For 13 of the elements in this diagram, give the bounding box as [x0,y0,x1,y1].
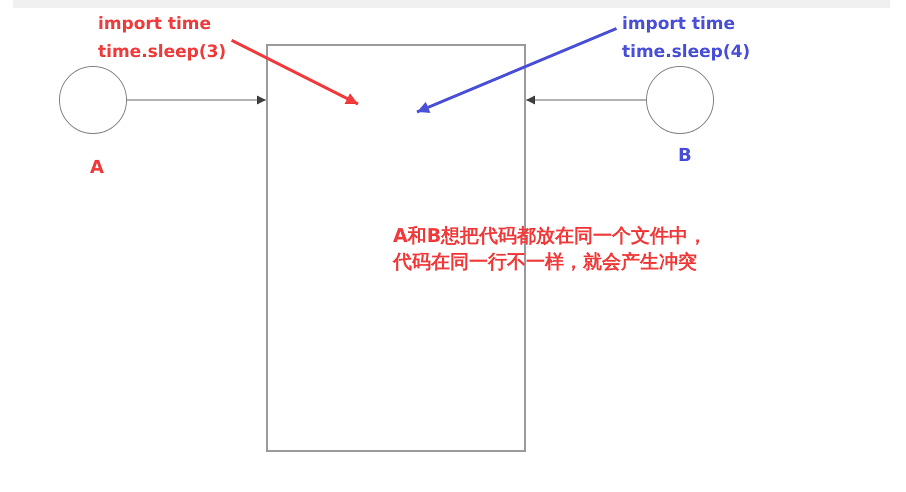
node-label: A [90,158,104,178]
code-line: import time [98,14,212,34]
arrow [230,38,359,106]
arrow [526,96,646,104]
code-line: import time [622,14,736,34]
arrow [127,96,266,104]
code-line: time.sleep(4) [622,42,750,62]
circle [646,66,714,134]
node-label: B [678,146,692,166]
code-line: time.sleep(3) [98,42,226,62]
arrow [416,27,618,114]
note-text: A和B想把代码都放在同一个文件中，代码在同一行不一样，就会产生冲突 [393,224,708,275]
circle [59,66,127,134]
